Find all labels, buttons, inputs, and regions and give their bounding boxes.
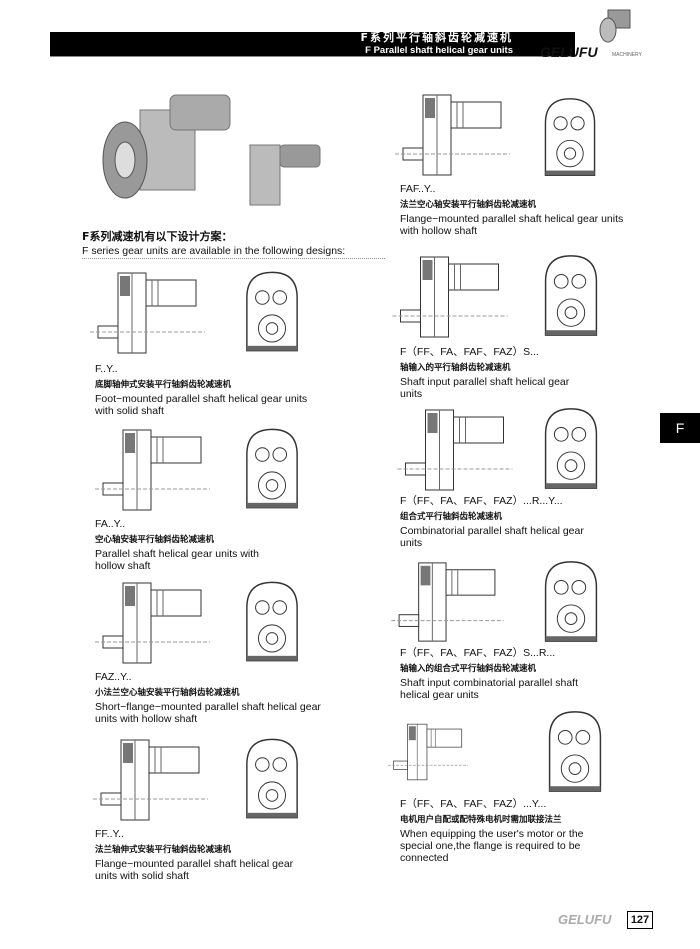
drawing-side-sr xyxy=(390,558,505,646)
design-ff: FF..Y.. 法兰轴伸式安装平行轴斜齿轮减速机 Flange−mounted … xyxy=(95,828,325,882)
design-en: Combinatorial parallel shaft helical gea… xyxy=(400,525,584,549)
design-en: Shaft input parallel shaft helical gear … xyxy=(400,376,570,400)
intro-en: F series gear units are available in the… xyxy=(82,245,346,257)
design-code: FAF..Y.. xyxy=(400,183,436,195)
design-code: F（FF、FA、FAF、FAZ）S...R... xyxy=(400,647,556,659)
design-en: Flange−mounted parallel shaft helical ge… xyxy=(95,858,294,882)
design-en: Flange−mounted parallel shaft helical ge… xyxy=(400,213,624,237)
drawing-side-s xyxy=(390,252,510,342)
drawing-side-f xyxy=(90,268,205,358)
drawing-side-ff xyxy=(93,735,208,825)
design-ry: F（FF、FA、FAF、FAZ）...R...Y... 组合式平行轴斜齿轮减速机… xyxy=(400,495,630,549)
design-code: F（FF、FA、FAF、FAZ）S... xyxy=(400,346,539,358)
design-cn: 轴输入的组合式平行轴斜齿轮减速机 xyxy=(400,664,537,674)
design-en: When equipping the user's motor or the s… xyxy=(400,828,584,864)
header-title-cn: F系列平行轴斜齿轮减速机 xyxy=(360,31,513,44)
design-f: F..Y.. 底脚轴伸式安装平行轴斜齿轮减速机 Foot−mounted par… xyxy=(95,363,325,417)
design-code: FF..Y.. xyxy=(95,828,124,840)
design-en: Shaft input combinatorial parallel shaft… xyxy=(400,677,579,701)
logo-gear-icon xyxy=(599,9,631,43)
drawing-front-s xyxy=(540,252,602,340)
drawing-front-ff xyxy=(243,735,301,823)
design-code: FAZ..Y.. xyxy=(95,671,132,683)
design-en: Parallel shaft helical gear units with h… xyxy=(95,548,260,572)
footer-brand: GELUFU xyxy=(558,912,612,927)
design-cn: 法兰空心轴安装平行轴斜齿轮减速机 xyxy=(400,200,537,210)
drawing-side-y xyxy=(388,708,468,796)
drawing-front-fa xyxy=(243,425,301,513)
gear-unit-photo-large xyxy=(102,94,231,199)
header-title-en: F Parallel shaft helical gear units xyxy=(365,45,513,56)
intro: F系列减速机有以下设计方案： F series gear units are a… xyxy=(82,228,345,257)
design-en: Short−flange−mounted parallel shaft heli… xyxy=(95,701,321,725)
design-code: FA..Y.. xyxy=(95,518,126,530)
drawing-front-faf xyxy=(540,95,600,180)
brand-logo: GELUFU xyxy=(540,44,598,60)
design-cn: 小法兰空心轴安装平行轴斜齿轮减速机 xyxy=(95,688,240,698)
design-cn: 电机用户自配或配特殊电机时需加联接法兰 xyxy=(400,815,562,825)
design-cn: 底脚轴伸式安装平行轴斜齿轮减速机 xyxy=(95,380,232,390)
drawing-front-y xyxy=(545,708,605,796)
design-fa: FA..Y.. 空心轴安装平行轴斜齿轮减速机 Parallel shaft he… xyxy=(95,518,325,572)
drawing-front-f xyxy=(243,268,301,356)
brand-sub: MACHINERY xyxy=(612,52,642,58)
drawing-side-faz xyxy=(95,578,210,668)
header-bar: F系列平行轴斜齿轮减速机 F Parallel shaft helical ge… xyxy=(50,32,575,57)
design-cn: 法兰轴伸式安装平行轴斜齿轮减速机 xyxy=(95,845,232,855)
section-tab: F xyxy=(660,413,700,443)
design-cn: 组合式平行轴斜齿轮减速机 xyxy=(400,512,503,522)
gear-unit-photo-small xyxy=(249,144,321,206)
drawing-side-faf xyxy=(395,90,510,180)
design-faf: FAF..Y.. 法兰空心轴安装平行轴斜齿轮减速机 Flange−mounted… xyxy=(400,183,630,237)
design-cn: 轴输入的平行轴斜齿轮减速机 xyxy=(400,363,511,373)
design-code: F..Y.. xyxy=(95,363,118,375)
drawing-front-sr xyxy=(540,558,602,646)
design-code: F（FF、FA、FAF、FAZ）...R...Y... xyxy=(400,495,563,507)
drawing-side-ry xyxy=(390,405,520,495)
design-en: Foot−mounted parallel shaft helical gear… xyxy=(95,393,308,417)
drawing-front-ry xyxy=(540,405,602,493)
design-sr: F（FF、FA、FAF、FAZ）S...R... 轴输入的组合式平行轴斜齿轮减速… xyxy=(400,647,630,701)
page-number: 127 xyxy=(627,911,653,929)
drawing-front-faz xyxy=(243,578,301,666)
design-code: F（FF、FA、FAF、FAZ）...Y... xyxy=(400,798,547,810)
design-y: F（FF、FA、FAF、FAZ）...Y... 电机用户自配或配特殊电机时需加联… xyxy=(400,798,630,864)
design-faz: FAZ..Y.. 小法兰空心轴安装平行轴斜齿轮减速机 Short−flange−… xyxy=(95,671,325,725)
intro-cn: F系列减速机有以下设计方案： xyxy=(82,230,233,243)
design-cn: 空心轴安装平行轴斜齿轮减速机 xyxy=(95,535,215,545)
drawing-side-fa xyxy=(95,425,210,515)
divider xyxy=(82,258,385,259)
design-s: F（FF、FA、FAF、FAZ）S... 轴输入的平行轴斜齿轮减速机 Shaft… xyxy=(400,346,630,400)
